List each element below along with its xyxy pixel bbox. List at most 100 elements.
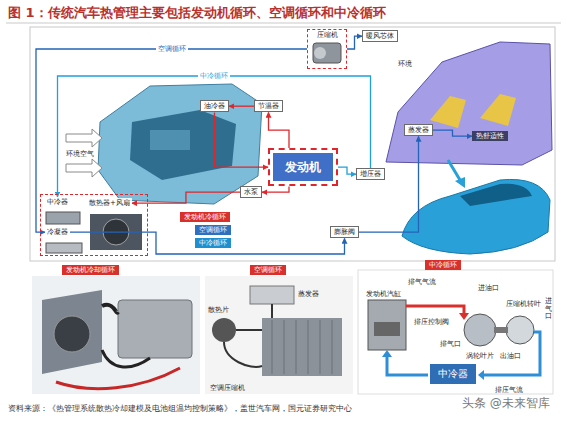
air-arrow [66, 159, 102, 177]
component-box: 蒸发器 [404, 124, 433, 136]
car-body [402, 179, 550, 254]
hose [56, 368, 180, 389]
air-arrow [66, 129, 102, 147]
compressor-wheel [506, 316, 534, 344]
part-label: 发动机汽缸 [366, 290, 401, 298]
hose [102, 350, 150, 367]
component-box: 油冷器 [200, 100, 229, 112]
intercooler-box: 中冷器 [430, 364, 476, 384]
part-label: 排气口 [440, 340, 461, 348]
photo-panel [32, 276, 200, 394]
condenser-picture [46, 243, 82, 253]
seat [480, 94, 516, 126]
diagram-panel [358, 270, 553, 394]
cabin-cutaway [386, 42, 552, 165]
part-label-box: 冷凝器 [45, 227, 70, 237]
view-arrow-head [455, 177, 465, 188]
heat-exchanger-group: 中冷器 散热器+风扇冷凝器 [40, 194, 148, 256]
source-note: 资料来源：《热管理系统散热冷却建模及电池组温均控制策略》，盖世汽车网，国元证券研… [8, 404, 352, 413]
fan [54, 316, 90, 352]
part-label-box: 散热器+风扇 [87, 198, 132, 208]
part-label: 出油口 [500, 352, 521, 360]
pipe [236, 304, 272, 330]
intercooler-picture [46, 212, 80, 224]
node-text: 发动机冷却循环 [66, 266, 115, 274]
schematic-frame [30, 27, 555, 261]
part-label: 排压控制阀 [414, 318, 449, 326]
radiator [42, 290, 102, 374]
engine-box: 发动机 [268, 148, 338, 186]
exhaust-flow-head [459, 313, 469, 320]
part-label: 进油口 [478, 284, 499, 292]
cylinder [368, 300, 406, 350]
panel-header: 中冷循环 [425, 260, 461, 270]
car-window [460, 184, 532, 206]
component-box: 节温器 [254, 100, 283, 112]
connector-label: 中冷循环 [198, 72, 230, 80]
component-box: 膨胀阀 [330, 226, 359, 238]
photo-panel [205, 276, 353, 394]
fins [272, 320, 332, 374]
compressor-box: 压缩机 [307, 29, 347, 69]
node-text: 增压器 [360, 170, 381, 178]
flow-connector [347, 36, 362, 49]
title-rule [6, 23, 561, 24]
part-label-box: 中冷器 [45, 197, 70, 207]
comfort-box: 热舒适性 [472, 131, 508, 141]
flow-connector [359, 136, 419, 232]
flow-connector [132, 192, 240, 203]
engine-block [130, 110, 236, 180]
flow-connector [269, 112, 290, 148]
compressor-pulley [314, 47, 326, 59]
condenser [262, 318, 342, 376]
charge-air-flow [387, 356, 428, 375]
figure-title: 图 1：传统汽车热管理主要包括发动机循环、空调循环和中冷循环 [8, 4, 386, 22]
evaporator [250, 286, 294, 304]
ac-compressor [212, 318, 236, 342]
node-text: 蒸发器 [408, 126, 429, 134]
node-text: 油冷器 [204, 102, 225, 110]
panel-header: 空调循环 [250, 265, 286, 275]
node-text: 中冷器 [47, 198, 68, 206]
part-label: 排气气流 [408, 278, 436, 286]
engine-cover [150, 130, 190, 150]
node-text: 中冷器 [438, 368, 468, 380]
seat [430, 96, 466, 128]
turbine [464, 314, 496, 346]
part-label: 进气口 [545, 298, 552, 321]
exhaust-flow [406, 306, 464, 314]
part-label: 压缩机转叶 [506, 300, 541, 308]
part-label: 环境 [398, 60, 412, 68]
node-text: 暖风芯体 [366, 32, 394, 40]
loop-band: 中冷循环 [195, 238, 231, 248]
node-text: 节温器 [258, 102, 279, 110]
node-text: 空调循环 [199, 226, 227, 234]
component-box: 暖风芯体 [362, 30, 398, 42]
component-box: 水泵 [240, 186, 262, 198]
watermark: 头条 @未来智库 [462, 396, 550, 410]
flow-connector [433, 130, 472, 136]
part-label: 蒸发器 [298, 290, 319, 298]
flow-connector [215, 112, 269, 167]
part-label: 环境空气 [66, 150, 94, 158]
flow-connector [338, 167, 356, 174]
node-text: 发动机 [273, 153, 333, 181]
pipe [224, 342, 262, 367]
flow-connector [58, 76, 371, 197]
node-text: 冷凝器 [47, 228, 68, 236]
loop-band: 发动机冷循环 [180, 212, 230, 222]
part-label: 散热片 [208, 306, 229, 314]
engine-bay [98, 84, 262, 204]
charge-air-flow-head [478, 370, 484, 380]
flow-connector [70, 232, 345, 254]
node-text: 中冷循环 [199, 239, 227, 247]
shaft [494, 327, 508, 333]
node-text: 发动机冷循环 [184, 213, 226, 221]
flow-connector [36, 49, 307, 232]
piston [374, 322, 400, 336]
hose [102, 305, 118, 313]
node-text: 中冷循环 [429, 261, 457, 269]
view-arrow [448, 160, 460, 180]
compressor-picture [313, 43, 341, 63]
